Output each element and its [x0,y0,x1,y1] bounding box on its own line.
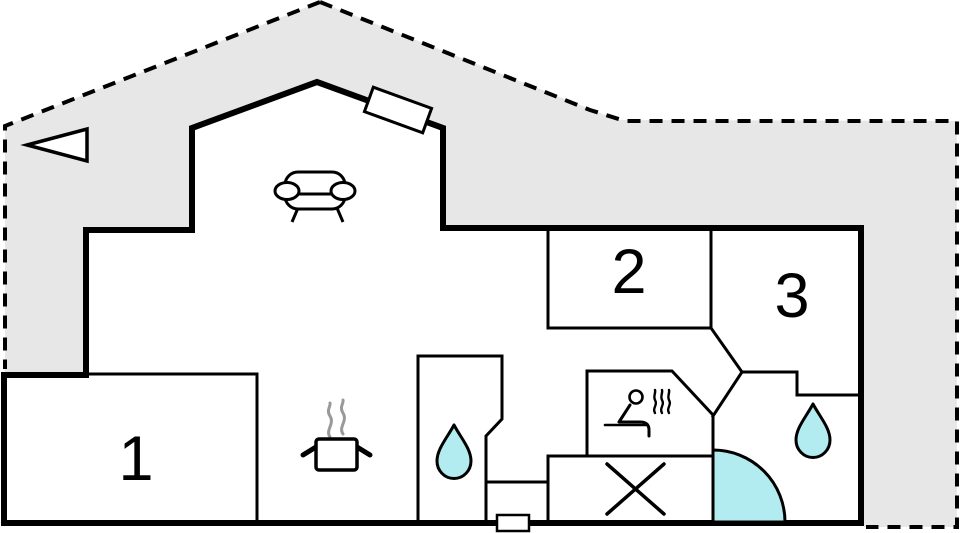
boundary-left-segment [3,0,321,369]
corner-shower-icon [711,448,787,524]
bathroom-diagonal-wall [710,369,745,419]
sofa-leg [335,207,345,223]
sauna-steam-line [659,388,665,415]
pot-handle [354,444,373,458]
sauna-steam-line [666,388,672,415]
lot-area [5,2,957,527]
entrance-door-icon [495,513,531,533]
interior-walls [84,228,863,525]
property-boundary-dashed-line [3,0,959,529]
cross-line [605,462,666,516]
skylight-window-icon [362,85,434,135]
sofa-icon [273,170,357,223]
pot-body [314,437,359,472]
room-label-2: 2 [611,237,646,307]
room2-walls [546,228,713,330]
sauna-person-icon [603,388,672,438]
sauna-person-body [617,403,651,438]
room1-walls [84,372,259,525]
hall-diagonal-wall [708,325,745,375]
sauna-person-head [628,389,644,405]
steam-line [339,398,346,436]
bathroom-walls [740,370,863,397]
sofa-armrest [273,181,301,201]
boundary-right-segment [319,0,959,529]
crossed-box-icon [605,462,666,516]
steam-line [326,401,333,439]
sofa-armrest [329,181,357,201]
north-arrow-icon [20,126,89,164]
room-label-1: 1 [118,424,153,494]
stove-pot-icon [300,398,373,472]
water-drop-icon [435,423,473,480]
pot-handle [300,444,319,458]
sauna-steam-line [652,388,658,415]
toilet-walls [416,354,504,525]
water-drop-icon [794,402,832,459]
utility-room-walls [546,454,715,525]
room-label-3: 3 [774,261,809,331]
house-outline [1,78,864,526]
